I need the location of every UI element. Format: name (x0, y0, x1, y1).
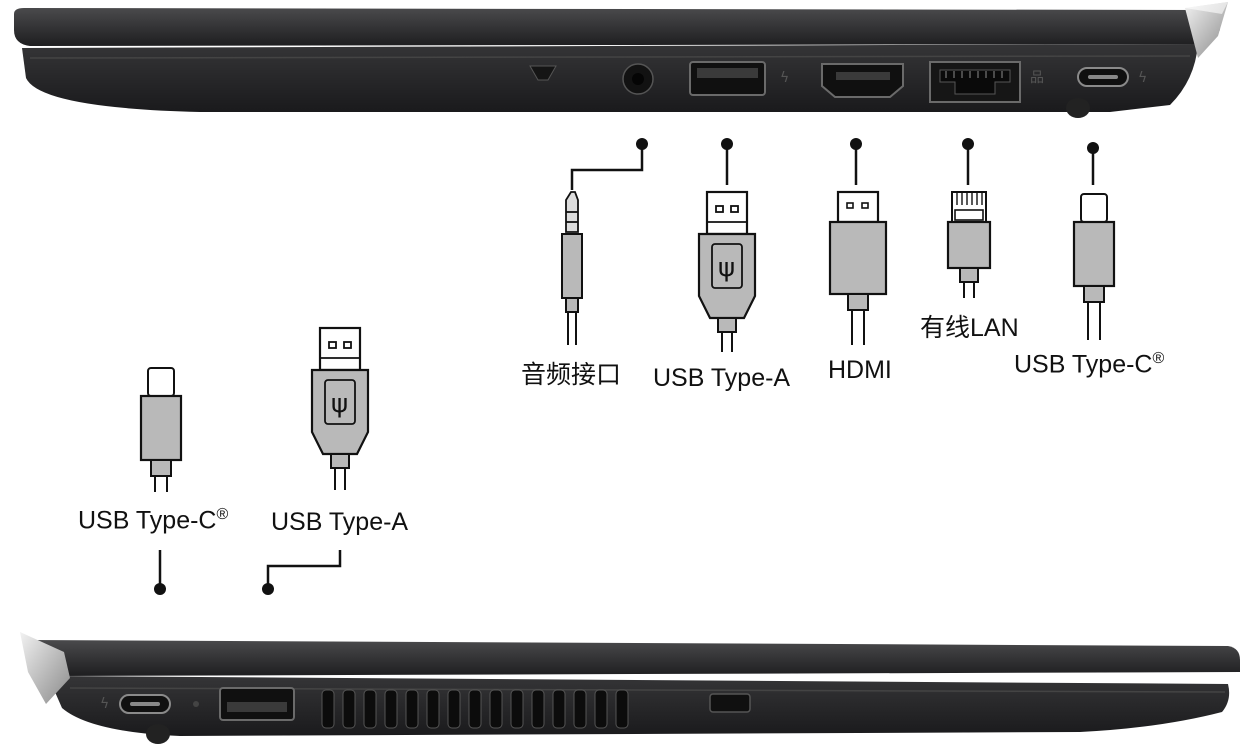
label-usb-a-right: USB Type-A (653, 364, 791, 392)
callout-dot-lan (962, 138, 974, 150)
svg-text:品: 品 (1030, 70, 1044, 86)
bottom-leader-lines (158, 550, 342, 588)
label-usb-c-right-text: USB Type-C (1014, 350, 1153, 379)
hdmi-port (821, 63, 904, 98)
label-usb-c-right: USB Type-C® (1014, 350, 1164, 379)
usb-a-plug-icon-right: ψ (697, 190, 757, 352)
svg-text:ϟ: ϟ (780, 70, 789, 86)
audio-plug-icon (561, 191, 583, 345)
vent-slot (615, 689, 629, 729)
vent-slot (531, 689, 545, 729)
registered-mark: ® (216, 506, 229, 523)
cooling-vents (321, 689, 629, 729)
callout-dot-audio (636, 138, 648, 150)
svg-text:ϟ: ϟ (100, 696, 109, 712)
vent-slot (489, 689, 503, 729)
laptop-left-side: ϟ (20, 632, 1240, 744)
vent-slot (384, 689, 398, 729)
vent-slot (552, 689, 566, 729)
callout-dot-usb-c-left (154, 583, 166, 595)
label-usb-c-left: USB Type-C® (78, 506, 228, 535)
top-leader-lines (570, 144, 1095, 190)
callout-dot-hdmi (850, 138, 862, 150)
svg-text:ψ: ψ (718, 253, 735, 283)
usb-c-plug-icon-left (139, 367, 183, 492)
label-hdmi: HDMI (828, 356, 892, 384)
label-lan: 有线LAN (920, 314, 1019, 342)
callout-dot-usb-c (1087, 142, 1099, 154)
vent-slot (594, 689, 608, 729)
callout-dot-usb-a (721, 138, 733, 150)
label-usb-c-left-text: USB Type-C (78, 506, 217, 535)
vent-slot (573, 689, 587, 729)
vent-slot (405, 689, 419, 729)
callout-dot-usb-a-left (262, 583, 274, 595)
label-usb-a-left: USB Type-A (271, 508, 409, 536)
vent-slot (447, 689, 461, 729)
vent-slot (342, 689, 356, 729)
label-audio-port: 音频接口 (521, 361, 622, 389)
usb-c-plug-icon-right (1072, 193, 1116, 340)
vent-slot (510, 689, 524, 729)
lan-plug-icon (946, 191, 992, 298)
security-slot (709, 693, 751, 713)
svg-text:ψ: ψ (331, 389, 348, 419)
vent-slot (426, 689, 440, 729)
vent-slot (321, 689, 335, 729)
registered-mark: ® (1152, 350, 1165, 367)
hdmi-plug-icon (828, 190, 888, 345)
laptop-right-side: ϟ 品 ϟ (14, 2, 1228, 118)
vent-slot (468, 689, 482, 729)
usb-a-port-right (689, 61, 766, 96)
svg-text:ϟ: ϟ (1138, 70, 1147, 86)
vent-slot (363, 689, 377, 729)
usb-a-plug-icon-left: ψ (310, 326, 370, 490)
